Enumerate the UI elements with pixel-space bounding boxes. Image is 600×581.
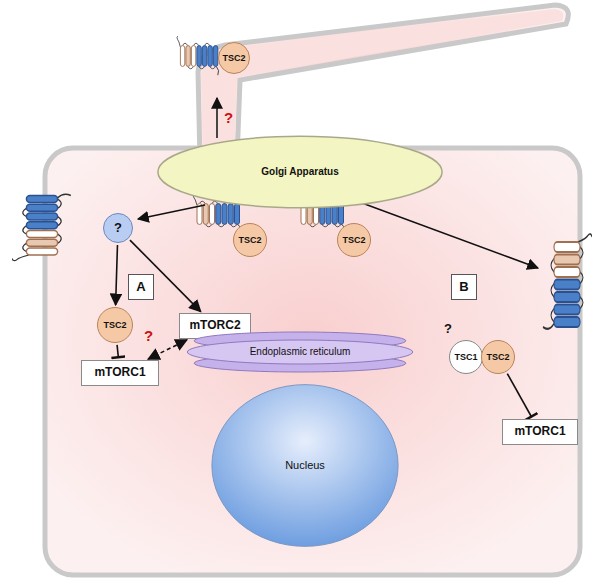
node-text: mTORC1 [94, 366, 145, 380]
question-mark: ? [444, 322, 452, 336]
arrow-connector [148, 340, 187, 359]
panel-letter: B [451, 274, 477, 300]
inhibition-connector [117, 345, 118, 358]
inhibition-connector [507, 374, 531, 418]
protein-circle: TSC2 [218, 42, 250, 74]
protein-circle: TSC2 [97, 307, 133, 343]
panel-letter: A [128, 274, 154, 300]
complex-box: mTORC1 [502, 419, 578, 445]
complex-box: mTORC1 [81, 360, 159, 386]
node-text: ? [114, 221, 122, 236]
node-text: mTORC2 [189, 319, 240, 333]
node-text: Golgi Apparatus [261, 166, 338, 178]
node-text: TSC2 [103, 320, 126, 330]
unknown-protein-circle: ? [103, 213, 133, 243]
organelle-stack: Endoplasmic reticulum [185, 332, 415, 372]
question-mark: ? [224, 110, 233, 127]
node-text: TSC2 [222, 53, 245, 63]
question-mark: ? [144, 328, 153, 345]
node-text: TSC2 [486, 352, 509, 362]
node-text: TSC2 [342, 235, 365, 245]
protein-circle: TSC2 [233, 223, 267, 257]
node-text: A [136, 280, 145, 295]
node-text: B [459, 280, 468, 295]
node-text: mTORC1 [514, 425, 565, 439]
protein-circle: TSC1 [449, 340, 483, 374]
node-text: Nucleus [285, 459, 325, 472]
arrow-connector [116, 245, 118, 305]
node-text: TSC1 [454, 352, 477, 362]
protein-circle: TSC2 [481, 340, 515, 374]
nucleus-ellipse: Nucleus [210, 383, 400, 548]
protein-circle: TSC2 [337, 223, 371, 257]
node-text: TSC2 [238, 235, 261, 245]
organelle-ellipse: Golgi Apparatus [155, 134, 445, 210]
node-text: Endoplasmic reticulum [250, 346, 351, 358]
